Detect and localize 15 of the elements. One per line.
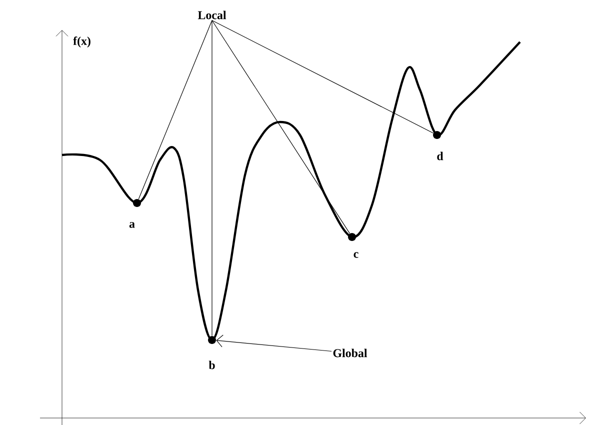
connector-line [212, 20, 350, 234]
point-label: b [208, 360, 215, 370]
point-label: c [354, 252, 358, 258]
text-label: Global [333, 348, 368, 358]
axis-label: f(x) [73, 36, 90, 48]
arrow [216, 334, 332, 352]
minimum-point [133, 199, 141, 207]
minimum-point [348, 233, 356, 241]
minimum-point [208, 336, 216, 344]
minimum-point [433, 131, 441, 139]
point-label: d [437, 152, 444, 160]
point-label: a [129, 222, 135, 228]
text-label: Local [198, 10, 226, 20]
connector-line [138, 20, 212, 200]
connector-line [212, 20, 434, 134]
